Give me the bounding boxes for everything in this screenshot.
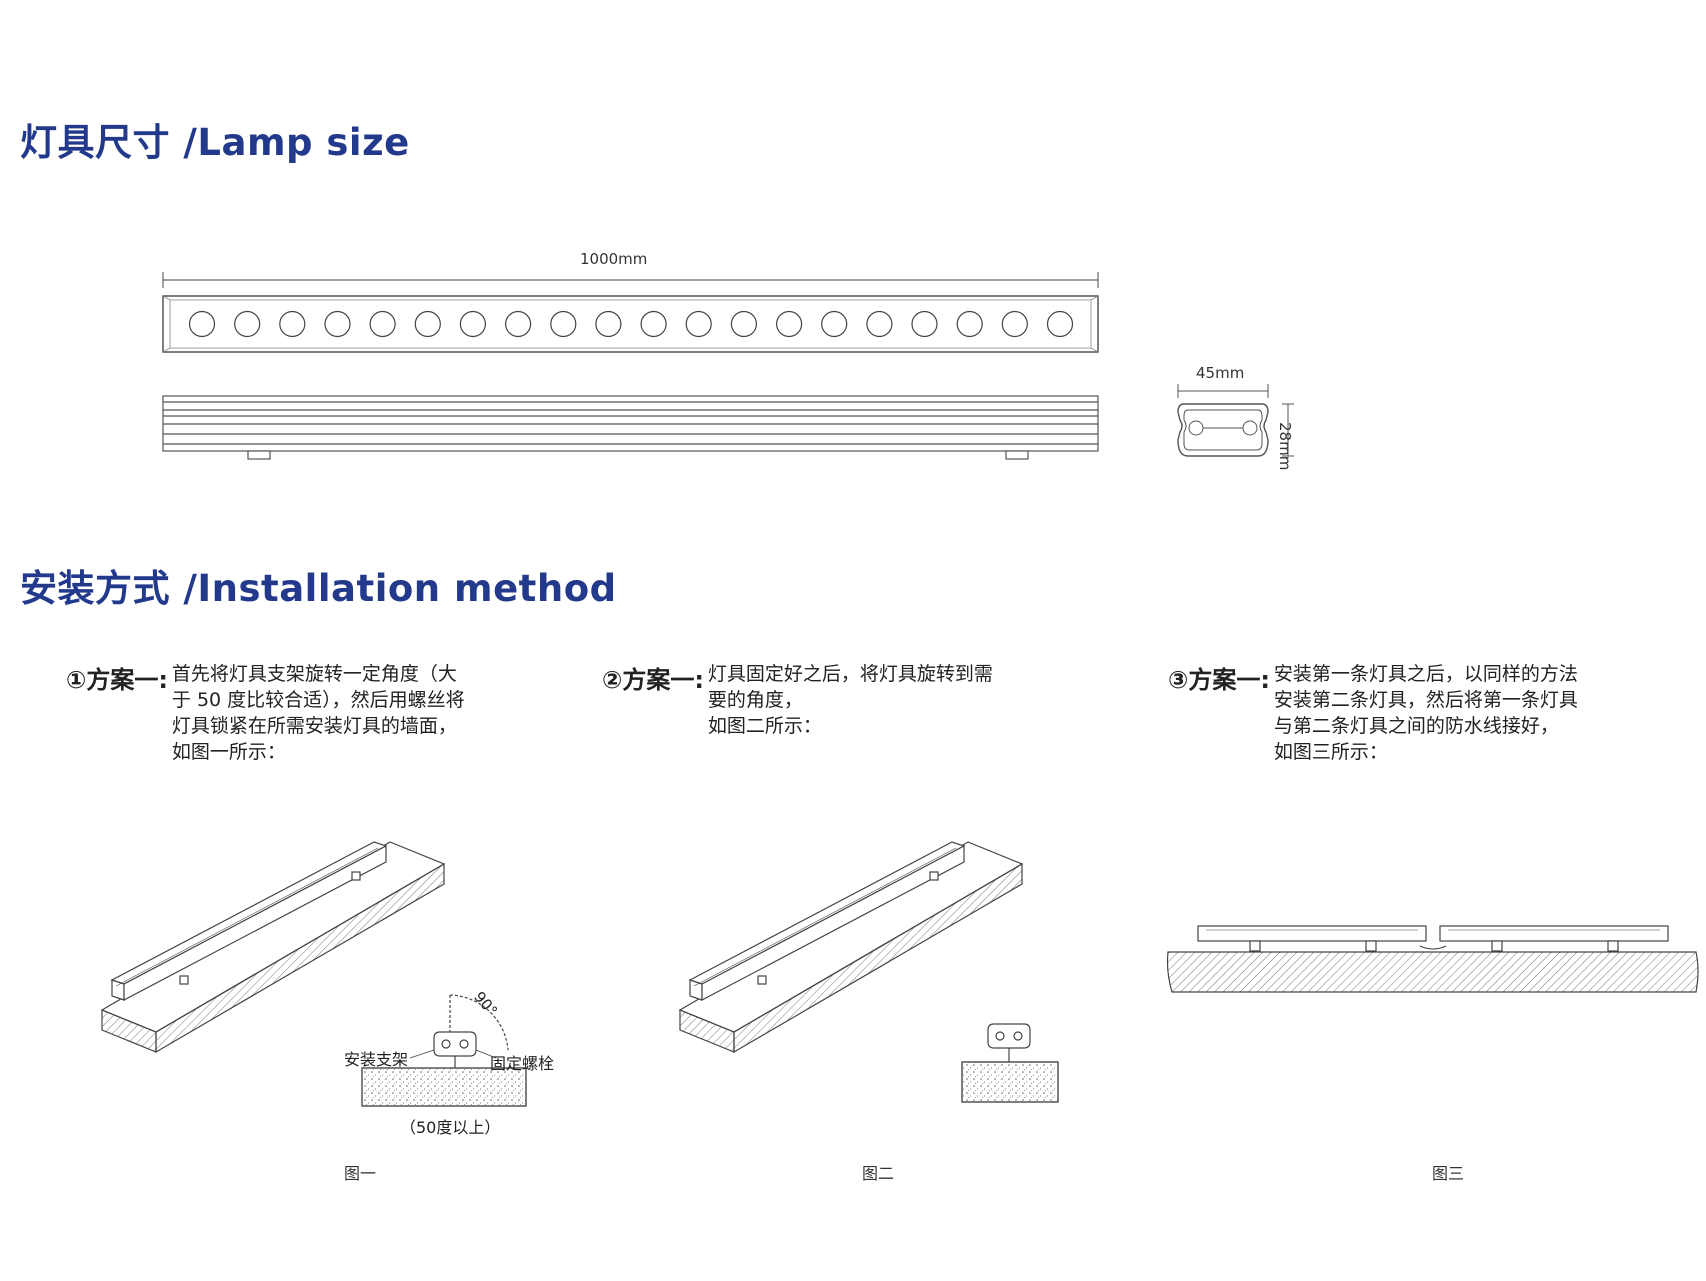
figure-3-wall bbox=[1166, 951, 1699, 993]
led-lens bbox=[279, 310, 306, 338]
lamp-cross-section bbox=[1177, 384, 1294, 457]
scheme-2-line: 灯具固定好之后，将灯具旋转到需 bbox=[707, 663, 993, 685]
led-lens bbox=[369, 310, 396, 338]
scheme-1-line: 首先将灯具支架旋转一定角度（大 bbox=[171, 663, 457, 685]
led-lens bbox=[234, 310, 261, 338]
led-lens bbox=[730, 310, 758, 338]
led-lens bbox=[956, 310, 983, 338]
led-row bbox=[188, 310, 1074, 338]
scheme-2-title: ②方案一: bbox=[602, 666, 704, 694]
scheme-3-line: 安装第二条灯具，然后将第一条灯具 bbox=[1273, 689, 1578, 711]
lamp-side-view bbox=[162, 395, 1099, 460]
scheme-1-title: ①方案一: bbox=[66, 666, 168, 694]
led-lens bbox=[685, 310, 712, 338]
scheme-2-text: 灯具固定好之后，将灯具旋转到需 要的角度， 如图二所示： bbox=[708, 660, 993, 739]
figure-1-lamp bbox=[110, 841, 388, 1001]
figure-1-board bbox=[100, 841, 446, 1054]
led-lens bbox=[550, 310, 577, 338]
led-lens bbox=[1046, 310, 1074, 338]
led-lens bbox=[459, 310, 486, 338]
led-lens bbox=[866, 310, 893, 338]
figure-1-caption: 图一 bbox=[344, 1164, 377, 1183]
led-lens bbox=[324, 310, 351, 338]
led-lens bbox=[821, 310, 848, 338]
scheme-2: ②方案一: 灯具固定好之后，将灯具旋转到需 要的角度， 如图二所示： bbox=[602, 660, 993, 739]
scheme-1: ①方案一: 首先将灯具支架旋转一定角度（大 于 50 度比较合适），然后用螺丝将… bbox=[66, 660, 465, 765]
figure-2-caption: 图二 bbox=[862, 1164, 895, 1183]
bolt-label: 固定螺栓 bbox=[490, 1054, 555, 1073]
scheme-3: ③方案一: 安装第一条灯具之后，以同样的方法 安装第二条灯具，然后将第一条灯具 … bbox=[1168, 660, 1578, 765]
scheme-1-line: 灯具锁紧在所需安装灯具的墙面， bbox=[171, 715, 457, 737]
figure-3-caption: 图三 bbox=[1432, 1164, 1465, 1183]
bracket-label: 安装支架 bbox=[344, 1050, 409, 1069]
scheme-1-text: 首先将灯具支架旋转一定角度（大 于 50 度比较合适），然后用螺丝将 灯具锁紧在… bbox=[172, 660, 465, 765]
led-lens bbox=[640, 310, 667, 338]
led-lens bbox=[595, 310, 622, 338]
scheme-3-line: 与第二条灯具之间的防水线接好， bbox=[1273, 715, 1559, 737]
length-dimension-label: 1000mm bbox=[580, 250, 648, 268]
scheme-3-line: 安装第一条灯具之后，以同样的方法 bbox=[1273, 663, 1578, 685]
length-dimension-line bbox=[162, 272, 1099, 288]
led-lens bbox=[1001, 310, 1028, 338]
scheme-3-text: 安装第一条灯具之后，以同样的方法 安装第二条灯具，然后将第一条灯具 与第二条灯具… bbox=[1274, 660, 1578, 765]
figure-3-waterproof-cable bbox=[1419, 945, 1447, 950]
led-lens bbox=[504, 310, 532, 338]
scheme-1-line: 于 50 度比较合适），然后用螺丝将 bbox=[171, 689, 465, 711]
figure-3-lamp-2 bbox=[1439, 925, 1669, 952]
figure-2-board bbox=[678, 841, 1024, 1054]
width-dimension-label: 45mm bbox=[1196, 364, 1245, 382]
angle-note: （50度以上） bbox=[400, 1118, 501, 1137]
scheme-2-line: 如图二所示： bbox=[707, 715, 822, 737]
figure-3-lamp-1 bbox=[1197, 925, 1427, 952]
led-lens bbox=[414, 310, 441, 338]
figure-2-lamp bbox=[688, 841, 966, 1001]
figure-1-detail bbox=[361, 994, 527, 1107]
lamp-size-heading: 灯具尺寸 /Lamp size bbox=[20, 121, 410, 164]
installation-heading: 安装方式 /Installation method bbox=[20, 567, 617, 610]
scheme-3-line: 如图三所示： bbox=[1273, 741, 1388, 763]
led-lens bbox=[188, 310, 216, 338]
lamp-front-body bbox=[162, 295, 1099, 353]
led-lens bbox=[911, 310, 938, 338]
scheme-3-title: ③方案一: bbox=[1168, 666, 1270, 694]
led-lens bbox=[775, 310, 803, 338]
scheme-2-line: 要的角度， bbox=[707, 689, 803, 711]
figure-2-detail bbox=[961, 1023, 1059, 1103]
scheme-1-line: 如图一所示： bbox=[171, 741, 286, 763]
